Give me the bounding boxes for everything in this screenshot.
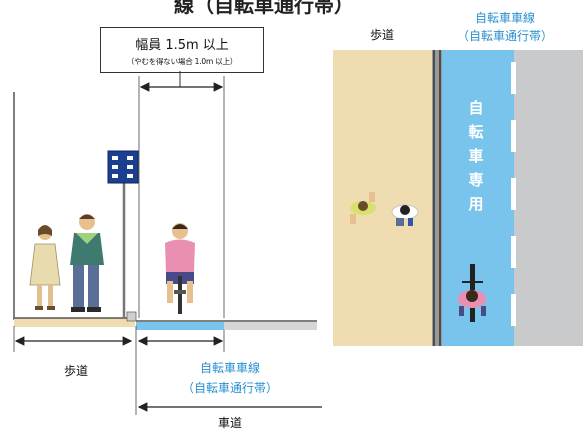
pedestrian-man-figure xyxy=(70,214,104,312)
cyclist-rear-figure xyxy=(165,223,195,314)
sidewalk-label: 歩道 xyxy=(63,364,88,378)
plan-view xyxy=(333,50,583,346)
pedestrian-woman-figure xyxy=(29,225,61,310)
plan-roadway xyxy=(514,50,583,346)
plan-pedestrian-2-figure xyxy=(391,204,419,226)
lane-marking-char: 専 xyxy=(468,171,484,189)
lane-marking-text: 自 転 車 専 用 xyxy=(455,96,497,216)
plan-cyclist-figure xyxy=(458,264,486,322)
lane-marking-char: 自 xyxy=(468,99,484,117)
plan-bike-lane-sub-label: （自転車通行帯） xyxy=(456,29,553,43)
curb xyxy=(126,311,137,322)
bike-lane-surface xyxy=(136,322,224,330)
plan-sidewalk-label: 歩道 xyxy=(369,28,394,42)
lane-marking-char: 車 xyxy=(468,147,484,165)
width-note-label: （やむを得ない場合 1.0m 以上） xyxy=(126,57,238,66)
roadway-label: 車道 xyxy=(217,416,242,430)
plan-sidewalk xyxy=(333,50,432,346)
sidewalk-surface xyxy=(14,318,135,327)
lane-marking-char: 転 xyxy=(468,123,484,141)
width-main-label: 幅員 1.5m 以上 xyxy=(135,38,229,53)
width-callout: 幅員 1.5m 以上 （やむを得ない場合 1.0m 以上） xyxy=(100,27,264,73)
bike-lane-label: 自転車車線 xyxy=(199,361,260,375)
plan-pedestrian-1-figure xyxy=(350,192,376,224)
roadway-surface xyxy=(224,322,317,330)
plan-bike-lane-label: 自転車車線 xyxy=(474,11,535,25)
lane-dash-line xyxy=(511,62,516,326)
cutoff-title: 線（自転車通行帯） xyxy=(174,0,354,17)
cross-section xyxy=(13,71,322,415)
bike-lane-sub-label: （自転車通行帯） xyxy=(181,381,278,395)
lane-marking-char: 用 xyxy=(468,195,484,213)
plan-curb xyxy=(432,50,442,346)
